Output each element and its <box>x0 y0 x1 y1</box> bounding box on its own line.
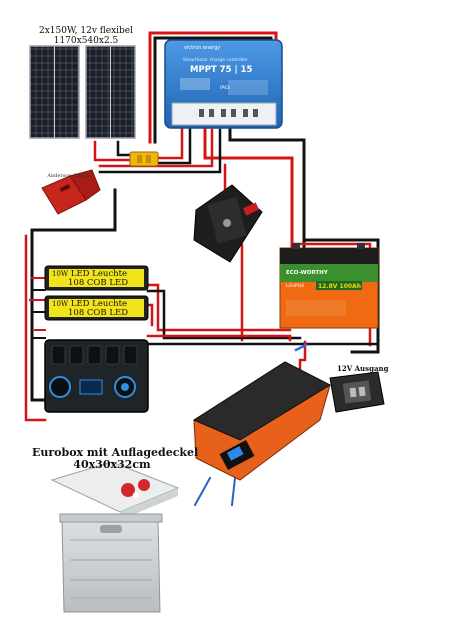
wire-red-lower <box>29 277 46 331</box>
xt60-connector-icon <box>129 151 159 167</box>
led-light-1-prefix: 10W <box>52 270 69 278</box>
wire-red-mppt-battery <box>203 128 294 252</box>
led-light-1-label: 10W LED Leuchte 108 COB LED <box>52 270 128 288</box>
battery-icon <box>279 243 379 329</box>
wire-solar-black <box>116 140 132 157</box>
charge-controller-subtitle: SmartSolar charge controller <box>183 58 248 63</box>
led-light-1-line2: 108 COB LED <box>68 277 129 288</box>
eurobox-lid-icon <box>50 461 180 520</box>
eurobox-label: Eurobox mit Auflagedeckel 40x30x32cm <box>32 446 199 472</box>
wire-inverter-red <box>298 340 307 374</box>
wire-black-lower <box>31 289 46 339</box>
outlet-label: 12V Ausgang <box>337 364 389 373</box>
wire-solar-red <box>93 140 132 162</box>
led-light-1-icon <box>44 265 149 291</box>
wire-black-led <box>146 289 302 340</box>
eurobox-icon <box>59 513 163 613</box>
led-light-2-icon <box>44 295 149 321</box>
battery-spec: 12.8V 100Ah <box>318 283 361 290</box>
wire-black-mppt-battery <box>228 128 306 252</box>
battery-brand: ECO-WORTHY <box>286 270 328 276</box>
battery-chemistry: LiFePO4 <box>286 284 304 289</box>
solar-panel-left <box>29 45 80 139</box>
led-light-2-line2: 108 COB LED <box>68 307 129 318</box>
led-light-2-prefix: 10W <box>52 300 69 308</box>
wire-inverter-out-blue <box>193 476 237 507</box>
solar-panel-right <box>85 45 136 139</box>
wire-inverter-blue <box>294 343 308 352</box>
solar-panel-label-line1: 2x150W, 12v flexibel <box>38 26 134 36</box>
outlet-icon <box>329 371 385 413</box>
led-light-2-label: 10W LED Leuchte 108 COB LED <box>52 300 128 318</box>
solar-panel-label-line2: 1170x540x2.5 <box>53 35 119 46</box>
inverter-icon <box>192 361 332 481</box>
wire-red-led <box>146 283 292 332</box>
eurobox-label-line1: Eurobox mit Auflagedeckel <box>32 446 199 459</box>
wire-xt60-mppt-neg <box>156 126 192 165</box>
charge-controller-brand: victron energy <box>184 45 221 51</box>
wire-red-panel-battery <box>146 334 292 342</box>
charge-controller-icon <box>164 39 283 129</box>
led-light-1-line1: LED Leuchte <box>70 269 128 279</box>
anderson-connector-icon <box>41 169 101 215</box>
anderson-connector-label: Anderson Stecker <box>47 173 93 179</box>
wire-black-left-loop <box>30 188 117 402</box>
wire-red-left-loop <box>24 234 47 422</box>
solar-panel-label: 2x150W, 12v flexibel 1170x540x2.5 <box>36 26 136 47</box>
eurobox-label-line2: 40x30x32cm <box>73 458 151 472</box>
circuit-breaker-icon <box>193 184 263 263</box>
wire-black-load <box>98 128 222 174</box>
wire-xt60-mppt <box>156 126 184 160</box>
led-light-2-line1: LED Leuchte <box>70 299 128 309</box>
charge-controller-model: MPPT 75 | 15 <box>190 65 253 75</box>
switch-panel-icon <box>44 339 149 413</box>
charge-controller-rating: IP43 <box>220 86 230 91</box>
wire-black-top-loop <box>153 36 273 144</box>
